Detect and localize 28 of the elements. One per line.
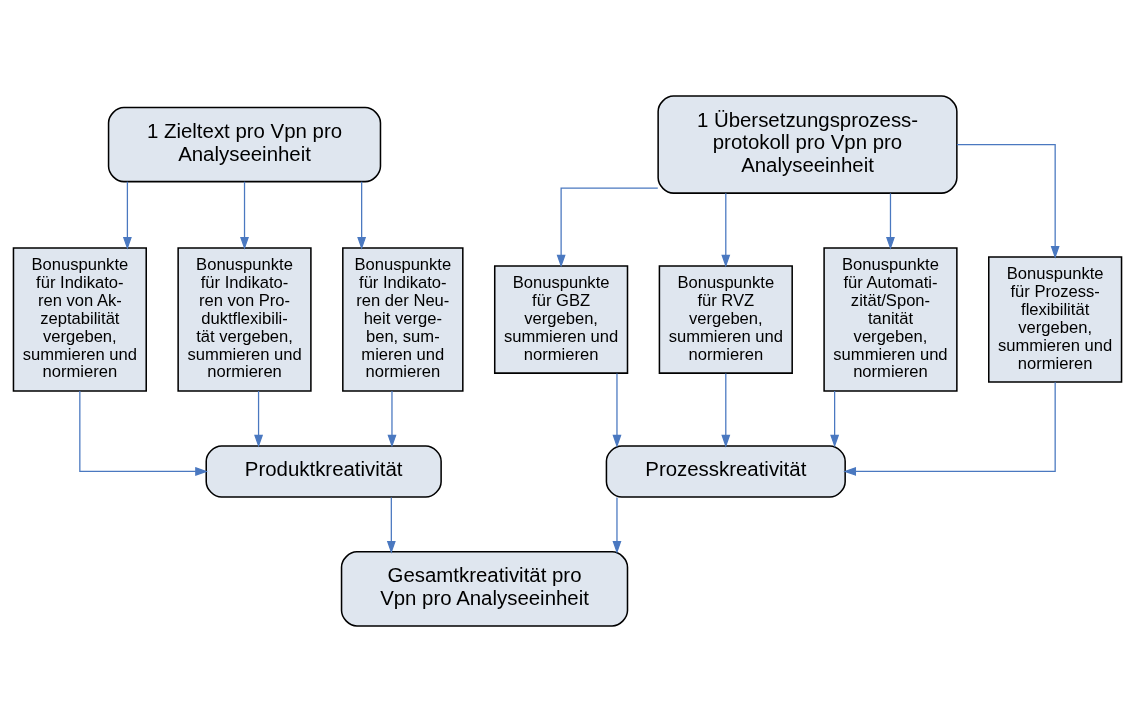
arrow [721,192,731,268]
arrow [387,390,397,448]
node-box: Bonuspunkte für Automati- zität/Spon- tanität vergeben, summieren und normieren [823,247,958,392]
arrow [886,192,895,250]
node-box: 1 Zieltext pro Vpn pro Analyseeinheit [107,106,382,183]
node-box: Bonuspunkte für Indikato- ren der Neu- heit verge- ben, sum- mieren und normieren [342,247,464,392]
arrow [386,496,396,554]
node-box: Bonuspunkte für RVZ vergeben, summieren und normieren [658,265,793,374]
arrow [956,144,1060,259]
arrow [240,181,249,250]
arrow [556,187,659,268]
arrow [612,496,622,554]
arrow [79,390,208,476]
node-box: Bonuspunkte für Indikato- ren von Ak- zeptabilität vergeben, summieren und normieren [12,247,147,392]
node-box: Bonuspunkte für GBZ vergeben, summieren und normieren [493,265,629,374]
node-box: 1 Übersetzungsprozess- protokoll pro Vpn pro Analyseeinheit [657,95,958,194]
node-box: Produktkreativität [205,445,442,498]
node-box: Bonuspunkte für Prozess- flexibilität vergeben, summieren und normieren [988,256,1123,383]
arrow [357,181,367,250]
node-box: Prozesskreativität [605,445,846,498]
node-box: Bonuspunkte für Indikato- ren von Pro- duktflexibili- tät vergeben, summieren und normieren [177,247,312,392]
node-box: Gesamtkreativität pro Vpn pro Analyseeinheit [340,551,629,627]
arrow [122,181,132,250]
arrow [830,390,840,448]
arrow [721,372,731,448]
arrow [612,372,622,448]
arrow [254,390,264,448]
arrow [843,381,1056,476]
